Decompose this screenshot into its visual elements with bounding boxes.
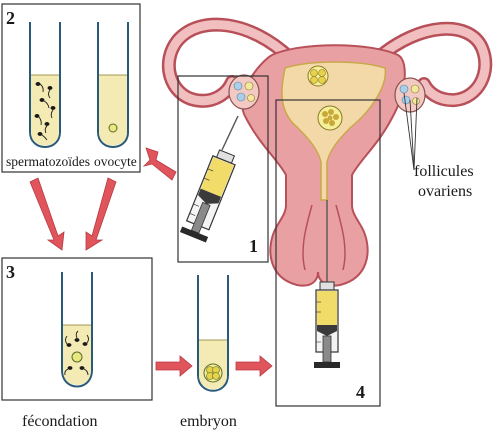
fertilization-test-tube: [61, 272, 93, 388]
label-embryon: embryon: [180, 413, 237, 430]
embryo-in-uterus-top: [307, 65, 329, 87]
label-ovocyte: ovocyte: [94, 154, 137, 169]
embryo-test-tube: [197, 275, 229, 392]
transfer-syringe: [314, 200, 340, 368]
uterus-illustration: [162, 17, 493, 287]
left-ovary: [228, 74, 260, 110]
step-number-1: 1: [249, 236, 258, 256]
arrow-embryo-to-4: [235, 355, 273, 377]
sperm-test-tube: [29, 22, 61, 148]
label-follicules: follicules: [414, 163, 474, 180]
vaginal-canal: [302, 204, 346, 271]
oocyte-cell: [108, 123, 118, 133]
uterine-cavity: [281, 61, 387, 201]
label-ovariens: ovariens: [418, 183, 472, 200]
step-number-3: 3: [6, 262, 15, 282]
embryo-cell: [203, 363, 223, 383]
retrieval-syringe: [179, 115, 239, 243]
right-ovary: [394, 77, 426, 113]
arrow-2-to-3-right: [85, 177, 117, 251]
arrow-3-to-embryo: [155, 355, 193, 377]
arrow-2-to-3-left: [29, 177, 65, 251]
step-number-4: 4: [356, 382, 365, 402]
arrow-1-to-2: [142, 147, 177, 181]
oocyte-test-tube: [97, 22, 129, 148]
embryo-in-uterus-bottom: [317, 105, 343, 131]
label-spermatozoides: spermatozoïdes: [6, 154, 90, 169]
follicle-leader-lines: [403, 92, 418, 171]
label-fecondation: fécondation: [22, 413, 98, 430]
step-number-2: 2: [6, 8, 15, 28]
panel-1-frame: [177, 75, 269, 263]
panel-4-frame: [275, 99, 381, 407]
